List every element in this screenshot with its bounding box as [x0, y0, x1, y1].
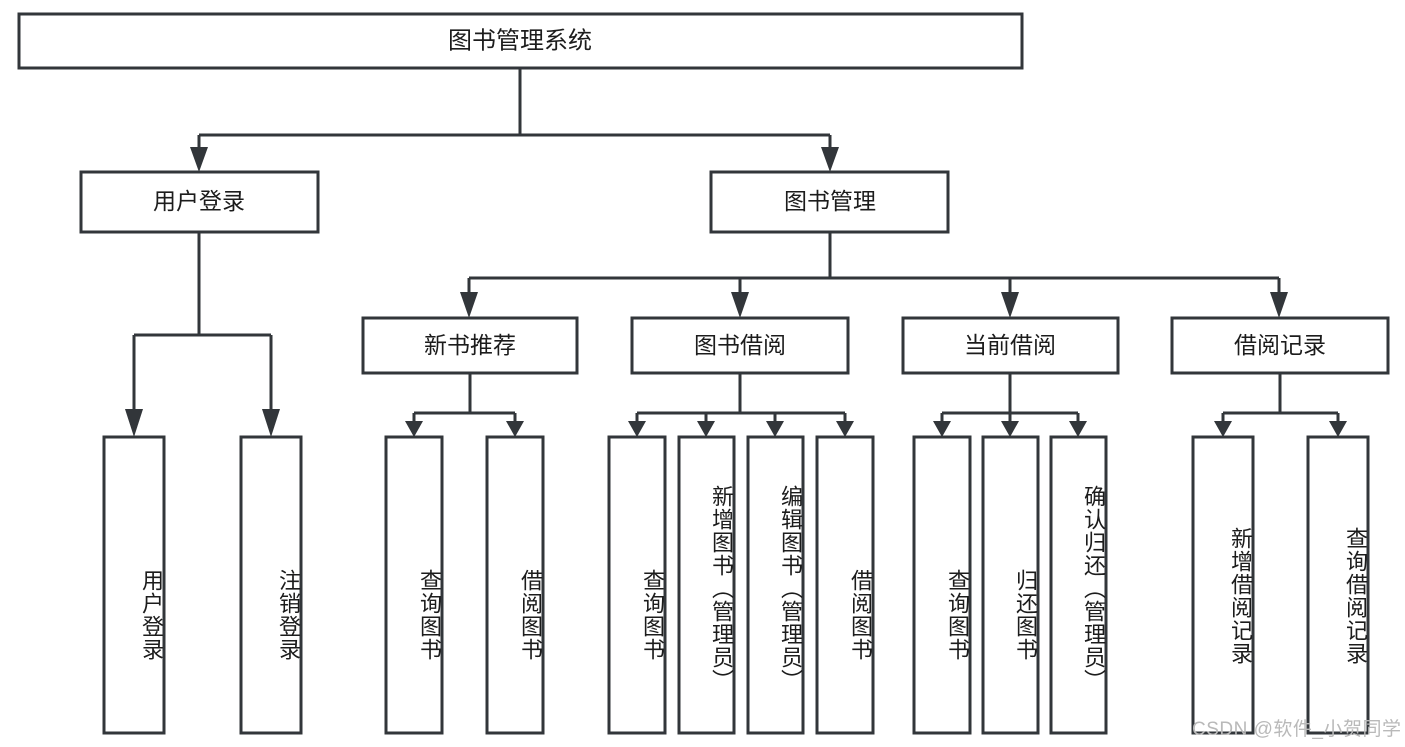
arrow-head-icon	[1001, 421, 1019, 437]
arrow-head-icon	[125, 409, 143, 437]
node-book-manage-box	[709, 170, 950, 234]
arrow-head-icon	[506, 421, 524, 437]
arrow-head-icon	[1329, 421, 1347, 437]
leaf-box-confirm-return[interactable]	[1049, 435, 1108, 735]
node-current-borrow-box	[901, 316, 1120, 375]
leaf-box-query-book-3[interactable]	[912, 435, 972, 735]
leaf-box-borrow-book-2[interactable]	[815, 435, 875, 735]
arrow-head-icon	[190, 147, 208, 172]
arrow-head-icon	[1069, 421, 1087, 437]
leaf-box-user-login[interactable]	[102, 435, 166, 735]
node-borrow-record-box	[1170, 316, 1390, 375]
node-borrow-record-label: 借阅记录	[1234, 332, 1326, 358]
node-root-box	[17, 12, 1024, 70]
node-new-book-rec-box	[361, 316, 579, 375]
arrow-head-icon	[731, 292, 749, 318]
node-new-book-rec-label: 新书推荐	[424, 332, 516, 358]
leaf-box-borrow-book-1[interactable]	[485, 435, 545, 735]
arrow-head-icon	[766, 421, 784, 437]
arrow-head-icon	[262, 409, 280, 437]
node-root-label: 图书管理系统	[448, 27, 592, 54]
arrow-head-icon	[460, 292, 478, 318]
leaf-box-edit-book[interactable]	[746, 435, 805, 735]
leaf-box-add-record[interactable]	[1191, 435, 1255, 735]
node-root[interactable]: 图书管理系统	[17, 12, 1024, 70]
node-current-borrow[interactable]: 当前借阅	[901, 316, 1120, 375]
arrow-head-icon	[836, 421, 854, 437]
leaf-box-return-book[interactable]	[981, 435, 1040, 735]
node-book-borrow-box	[630, 316, 850, 375]
leaf-box-query-book-1[interactable]	[384, 435, 444, 735]
node-borrow-record[interactable]: 借阅记录	[1170, 316, 1390, 375]
arrow-head-icon	[933, 421, 951, 437]
arrow-head-icon	[697, 421, 715, 437]
node-new-book-rec[interactable]: 新书推荐	[361, 316, 579, 375]
node-book-manage[interactable]: 图书管理	[709, 170, 950, 234]
leaf-box-add-book[interactable]	[677, 435, 736, 735]
leaf-box-query-record[interactable]	[1306, 435, 1370, 735]
arrow-head-icon	[1001, 292, 1019, 318]
arrow-head-icon	[405, 421, 423, 437]
leaf-box-query-book-2[interactable]	[607, 435, 667, 735]
node-current-borrow-label: 当前借阅	[964, 332, 1056, 358]
node-book-manage-label: 图书管理	[784, 188, 876, 214]
node-book-borrow[interactable]: 图书借阅	[630, 316, 850, 375]
node-book-borrow-label: 图书借阅	[694, 332, 786, 358]
arrow-head-icon	[1270, 292, 1288, 318]
leaf-box-user-logout[interactable]	[239, 435, 303, 735]
arrow-head-icon	[821, 147, 839, 172]
arrow-head-icon	[628, 421, 646, 437]
watermark-text: CSDN @软件_小贺同学	[1192, 719, 1402, 740]
node-user-login[interactable]: 用户登录	[79, 170, 320, 234]
node-user-login-label: 用户登录	[153, 188, 245, 214]
arrow-head-icon	[1214, 421, 1232, 437]
